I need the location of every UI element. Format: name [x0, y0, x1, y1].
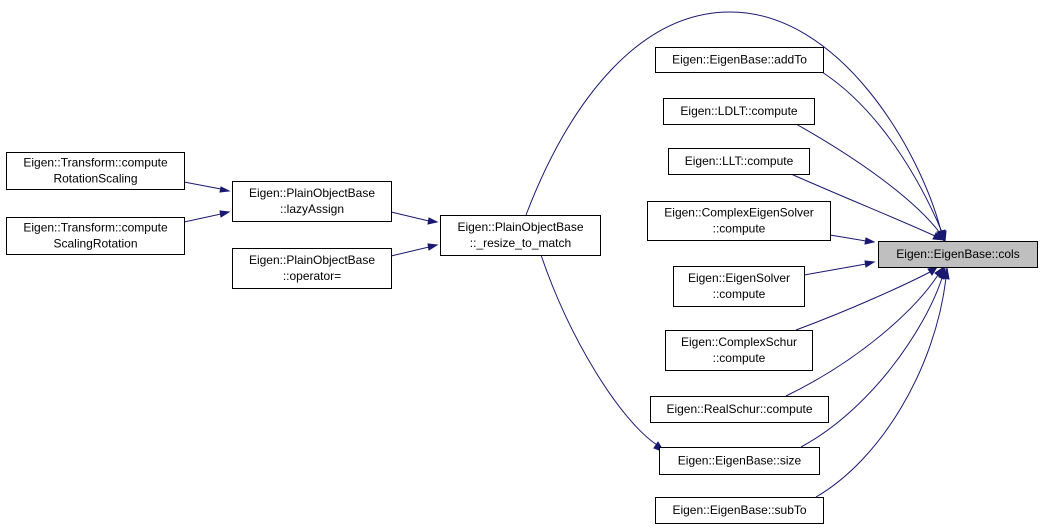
arrowhead-icon: [932, 232, 946, 241]
node-label-line: Eigen::RealSchur::compute: [666, 402, 812, 416]
edge-addTo-to-cols: [821, 71, 947, 244]
node-box: [663, 98, 815, 125]
node-label-line: Eigen::Transform::compute: [23, 156, 168, 170]
node-ces[interactable]: Eigen::ComplexEigenSolver::compute: [647, 201, 831, 241]
node-label-line: ::lazyAssign: [280, 202, 344, 216]
edge-line: [540, 254, 658, 446]
node-llt[interactable]: Eigen::LLT::compute: [668, 148, 810, 175]
edge-llt-to-cols: [790, 173, 946, 241]
node-label-line: ::_resize_to_match: [470, 236, 571, 250]
node-label-line: ::compute: [713, 351, 766, 365]
node-addTo[interactable]: Eigen::EigenBase::addTo: [655, 47, 824, 73]
edge-ces-to-cols: [829, 234, 876, 245]
edge-opeq-to-resize: [390, 243, 439, 257]
node-cs[interactable]: Eigen::ComplexSchur::compute: [665, 330, 813, 371]
nodes-layer: Eigen::Transform::computeRotationScaling…: [6, 47, 1038, 524]
node-ldlt[interactable]: Eigen::LDLT::compute: [663, 98, 815, 125]
edge-line: [829, 234, 867, 242]
node-lazy[interactable]: Eigen::PlainObjectBase::lazyAssign: [232, 181, 392, 222]
node-box: [440, 215, 601, 256]
node-label-line: ::compute: [713, 287, 766, 301]
node-label-line: ::operator=: [283, 269, 341, 283]
edge-line: [790, 173, 936, 237]
edge-line: [803, 263, 867, 276]
node-label-line: Eigen::EigenSolver: [688, 271, 790, 285]
node-resize[interactable]: Eigen::PlainObjectBase::_resize_to_match: [440, 215, 601, 256]
arrowhead-icon: [219, 186, 231, 193]
node-rs[interactable]: Eigen::RealSchur::compute: [650, 396, 829, 423]
edge-lazy-to-resize: [390, 211, 439, 225]
edge-es-to-cols: [803, 260, 876, 276]
node-label-line: Eigen::EigenBase::addTo: [672, 53, 807, 67]
edge-line: [390, 246, 430, 257]
edge-line: [785, 274, 939, 397]
edge-line: [183, 213, 222, 223]
edge-resize-to-size: [540, 254, 666, 454]
edge-trs-to-lazy: [183, 181, 231, 193]
node-box: [6, 217, 185, 255]
node-label-line: ::compute: [713, 222, 766, 236]
node-box: [6, 152, 185, 190]
node-label-line: RotationScaling: [53, 172, 137, 186]
node-box: [647, 201, 831, 241]
edge-line: [800, 277, 943, 448]
node-label-line: Eigen::EigenBase::size: [678, 454, 802, 468]
node-box: [232, 248, 392, 289]
node-label-line: Eigen::EigenBase::cols: [896, 247, 1019, 261]
node-box: [650, 396, 829, 423]
node-size[interactable]: Eigen::EigenBase::size: [659, 447, 820, 475]
edge-line: [183, 181, 222, 190]
arrowhead-icon: [864, 260, 876, 268]
edge-line: [821, 71, 943, 233]
edge-line: [815, 277, 947, 498]
edges-layer: [183, 11, 950, 498]
edge-line: [525, 11, 942, 232]
node-label-line: Eigen::PlainObjectBase: [249, 186, 375, 200]
node-box: [659, 447, 820, 475]
node-box: [232, 181, 392, 222]
node-label-line: Eigen::ComplexEigenSolver: [664, 206, 813, 220]
arrowhead-icon: [427, 243, 439, 251]
node-label-line: ScalingRotation: [53, 237, 137, 251]
node-label-line: Eigen::LDLT::compute: [680, 104, 798, 118]
node-es[interactable]: Eigen::EigenSolver::compute: [673, 266, 805, 307]
node-box: [673, 266, 805, 307]
arrowhead-icon: [942, 266, 950, 280]
edge-tsr-to-lazy: [183, 210, 231, 223]
node-box: [655, 497, 824, 524]
node-box: [655, 47, 824, 73]
node-box: [668, 148, 810, 175]
node-label-line: Eigen::PlainObjectBase: [457, 220, 583, 234]
edge-line: [795, 271, 931, 331]
arrowhead-icon: [864, 237, 876, 245]
arrowhead-icon: [427, 217, 439, 225]
edge-line: [795, 123, 941, 234]
node-cols: Eigen::EigenBase::cols: [878, 241, 1038, 268]
node-label-line: Eigen::LLT::compute: [685, 154, 794, 168]
edge-subTo-to-cols: [815, 266, 950, 498]
edge-line: [390, 211, 430, 222]
arrowhead-icon: [219, 210, 231, 218]
node-subTo[interactable]: Eigen::EigenBase::subTo: [655, 497, 824, 524]
node-box: [878, 241, 1038, 268]
edge-cs-to-cols: [795, 266, 939, 331]
node-box: [665, 330, 813, 371]
node-label-line: Eigen::EigenBase::subTo: [672, 503, 806, 517]
node-label-line: Eigen::Transform::compute: [23, 221, 168, 235]
node-label-line: Eigen::PlainObjectBase: [249, 253, 375, 267]
node-label-line: Eigen::ComplexSchur: [681, 335, 797, 349]
node-opeq[interactable]: Eigen::PlainObjectBase::operator=: [232, 248, 392, 289]
